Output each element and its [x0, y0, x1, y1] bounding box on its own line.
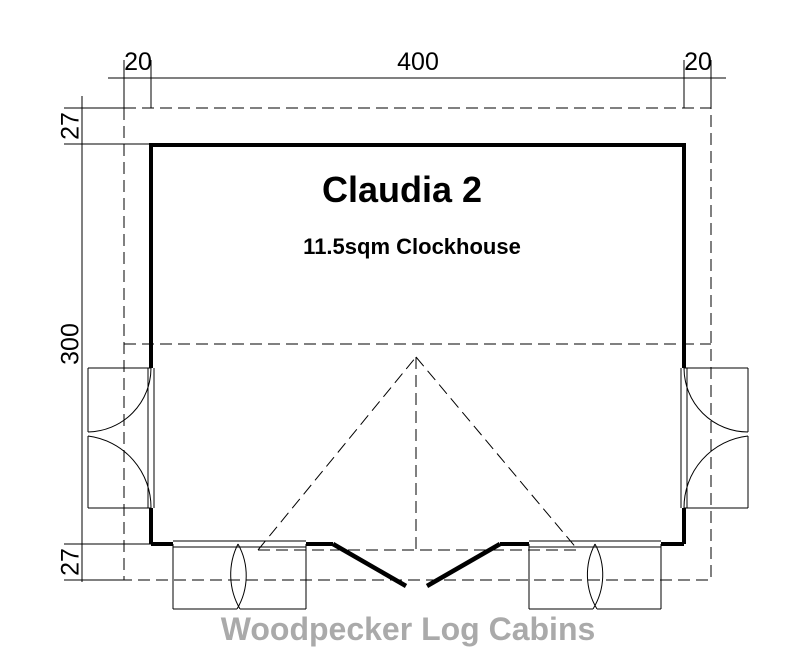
bottom-left-door	[172, 540, 307, 610]
left-dimension: 27 300 27	[57, 96, 152, 582]
dim-top-right: 20	[684, 48, 712, 76]
dim-top-center: 400	[397, 48, 439, 76]
brand-watermark: Woodpecker Log Cabins	[221, 611, 596, 647]
plan-title: Claudia 2	[322, 169, 482, 210]
right-window	[680, 367, 749, 509]
dim-left-top: 27	[57, 112, 85, 140]
dim-left-middle: 300	[57, 323, 85, 365]
bottom-right-door	[528, 540, 662, 610]
dim-left-bottom: 27	[57, 548, 85, 576]
dim-top-left: 20	[124, 48, 152, 76]
cabin-walls	[149, 143, 686, 588]
plan-subtitle: 11.5sqm Clockhouse	[303, 234, 521, 259]
gable-projection	[257, 356, 579, 551]
left-window	[87, 367, 155, 509]
top-dimension: 20 400 20	[108, 48, 726, 108]
